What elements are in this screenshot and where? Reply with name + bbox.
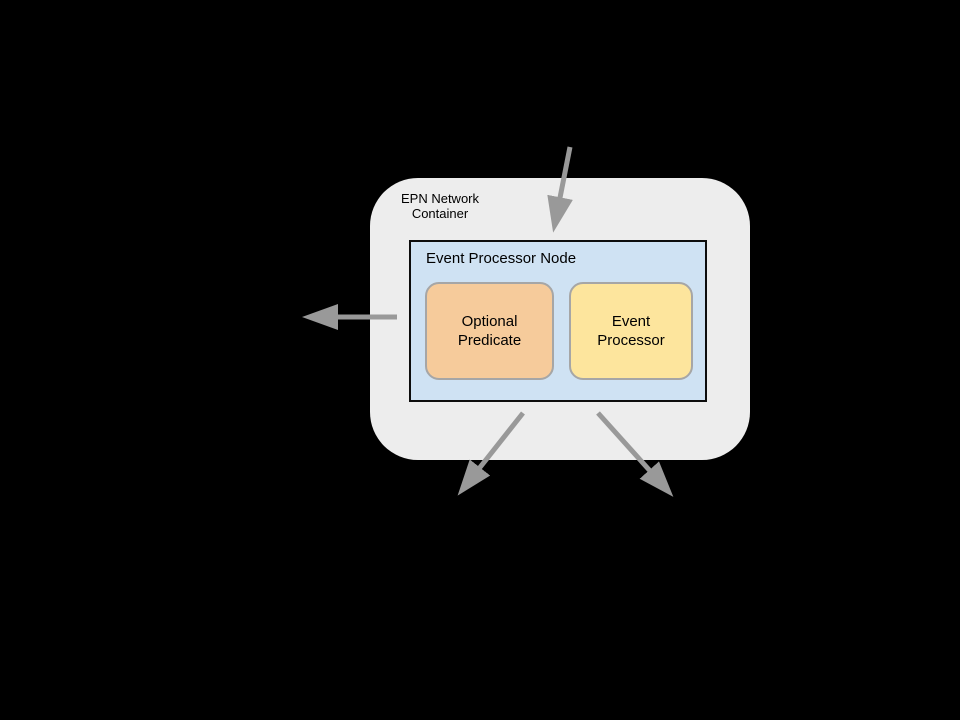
optional-predicate-label: Optional Predicate xyxy=(457,313,522,349)
event-processor-label: Event Processor xyxy=(597,313,665,349)
event-processor-box: Event Processor xyxy=(569,282,693,380)
optional-predicate-box: Optional Predicate xyxy=(425,282,554,380)
epn-container-label: EPN Network Container xyxy=(400,191,480,221)
event-processor-node: Event Processor Node Optional Predicate … xyxy=(409,240,707,402)
epn-network-container: EPN Network Container Event Processor No… xyxy=(370,178,750,460)
event-processor-node-label: Event Processor Node xyxy=(426,250,577,267)
